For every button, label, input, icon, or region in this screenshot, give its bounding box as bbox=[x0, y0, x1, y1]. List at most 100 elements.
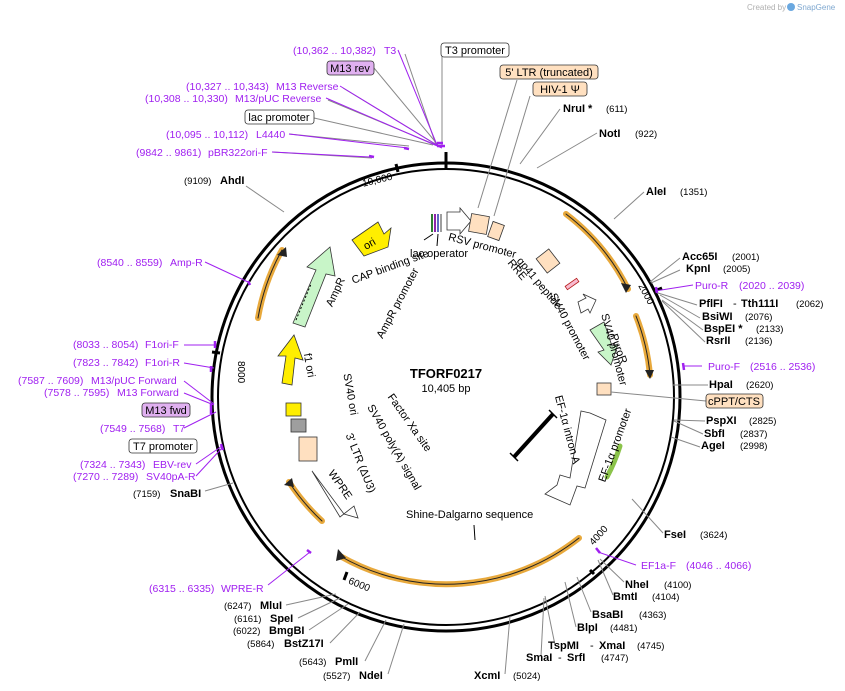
rsrii-name: RsrII bbox=[706, 335, 730, 347]
t7-name: T7 bbox=[173, 423, 185, 435]
t3-primer-leader bbox=[397, 49, 438, 146]
pmli-name: PmlI bbox=[335, 656, 358, 668]
t3-promoter-box bbox=[440, 42, 510, 58]
xcmi-leader bbox=[504, 615, 511, 675]
plasmid-name: TFORF0217 bbox=[410, 366, 482, 381]
arc-ampr-head bbox=[277, 247, 287, 257]
arc-rsv-line bbox=[565, 213, 629, 290]
pmli-pos: (5643) bbox=[299, 657, 326, 668]
f1ori-f-range: (8033 .. 8054) bbox=[73, 339, 138, 351]
puro-f-range: (2516 .. 2536) bbox=[750, 361, 815, 373]
tick-4000-label: 4000 bbox=[588, 524, 611, 548]
tick-2000-mark bbox=[656, 286, 663, 292]
bsiwi-leader bbox=[659, 294, 701, 319]
noti-name: NotI bbox=[599, 128, 620, 140]
kpni-leader bbox=[650, 269, 681, 284]
wpre-r-name: WPRE-R bbox=[221, 583, 264, 595]
backbone-outer-ring bbox=[210, 161, 682, 633]
tick-10000-label: 10,000 bbox=[361, 172, 394, 190]
bmti-pos: (4104) bbox=[652, 592, 679, 603]
t3-range: (10,362 .. 10,382) bbox=[293, 45, 376, 57]
acc65i-pos: (2001) bbox=[732, 252, 759, 263]
ndei-leader bbox=[387, 623, 405, 675]
lac-promoter-leader bbox=[313, 117, 434, 146]
puro-f-mark bbox=[681, 362, 686, 371]
t7-range: (7549 .. 7568) bbox=[100, 423, 165, 435]
bspei-pos: (2133) bbox=[756, 324, 783, 335]
rsv-promoter-arrow bbox=[446, 206, 472, 236]
blpi-pos: (4481) bbox=[610, 623, 637, 634]
noti-pos: (922) bbox=[635, 129, 657, 140]
arc-rsv-head bbox=[621, 283, 631, 293]
cppt-label: cPPT/CTS bbox=[708, 396, 760, 408]
ampr-primer-leader bbox=[204, 261, 249, 283]
acc65i-leader bbox=[649, 257, 681, 283]
kpni-name: KpnI bbox=[686, 263, 710, 275]
alei-leader bbox=[613, 191, 645, 220]
m13-puc-forward-name: M13/pUC Forward bbox=[91, 375, 177, 387]
ltr5-label: 5' LTR (truncated) bbox=[505, 67, 592, 79]
ef1a-f-mark bbox=[595, 547, 601, 554]
spei-pos: (6161) bbox=[234, 614, 261, 625]
ampr-mark bbox=[246, 280, 252, 286]
mlui-pos: (6247) bbox=[224, 601, 251, 612]
xmai-name: XmaI bbox=[599, 640, 625, 652]
l4440-range: (10,095 .. 10,112) bbox=[166, 129, 248, 141]
puror-arrow bbox=[589, 321, 619, 366]
bmgbi-name: BmgBI bbox=[269, 625, 304, 637]
fsei-leader bbox=[631, 498, 664, 534]
tick-8000-mark bbox=[211, 350, 221, 355]
f1-ori-arrow bbox=[277, 334, 304, 386]
lac-promoter-box bbox=[244, 109, 315, 125]
agei-leader bbox=[670, 436, 701, 448]
m13f-leader bbox=[183, 392, 215, 406]
cppt-label-box bbox=[705, 393, 764, 409]
bsabi-pos: (4363) bbox=[639, 610, 666, 621]
blpi-leader bbox=[564, 581, 577, 628]
nrui-pos: (611) bbox=[606, 104, 627, 115]
mlui-name: MluI bbox=[260, 600, 282, 612]
m13-rev-label: M13 rev bbox=[330, 63, 370, 75]
f1orir-leader bbox=[183, 362, 215, 369]
smai-pos: (4747) bbox=[601, 653, 628, 664]
ebv-mark bbox=[219, 443, 225, 451]
created-by-text: Created by bbox=[747, 3, 786, 12]
spei-leader bbox=[297, 597, 341, 619]
plasmid-size: 10,405 bp bbox=[422, 383, 471, 395]
xcmi-pos: (5024) bbox=[513, 671, 540, 682]
pspxi-leader bbox=[673, 419, 706, 422]
rre-box bbox=[535, 248, 561, 274]
xcmi-name: XcmI bbox=[474, 670, 500, 682]
acc65i-name: Acc65I bbox=[682, 251, 717, 263]
t3-name: T3 bbox=[384, 45, 396, 57]
bspei-leader bbox=[661, 299, 704, 331]
pspxi-name: PspXI bbox=[706, 415, 737, 427]
ef1af-leader bbox=[597, 551, 637, 566]
ltr3-box bbox=[298, 436, 318, 462]
arc-puro bbox=[633, 313, 653, 378]
shine-dalgarno-tick bbox=[473, 524, 476, 541]
ef1a-intron-cap-a bbox=[548, 409, 558, 419]
snabi-name: SnaBI bbox=[170, 488, 201, 500]
tick-6000-mark bbox=[342, 571, 349, 581]
noti-leader bbox=[536, 132, 598, 169]
bstz17i-pos: (5864) bbox=[247, 639, 274, 650]
l4440-primer-leader bbox=[288, 133, 409, 149]
arc-puro-head bbox=[645, 370, 654, 379]
primer-labels: (10,362 .. 10,382) T3 (10,327 .. 10,343)… bbox=[18, 45, 815, 595]
nhei-pos: (4100) bbox=[664, 580, 691, 591]
arc-wpre bbox=[286, 479, 325, 524]
m13-rev-leader bbox=[373, 67, 439, 146]
m13-fwd-box bbox=[141, 402, 191, 418]
bsiwi-name: BsiWI bbox=[702, 311, 733, 323]
rsrii-leader bbox=[661, 300, 706, 343]
bmgbi-leader bbox=[308, 603, 349, 631]
t7-promoter-box bbox=[128, 438, 198, 454]
m13-forward-range: (7578 .. 7595) bbox=[44, 387, 109, 399]
snapgene-brand-text: SnapGene bbox=[797, 3, 836, 12]
arc-wpre-head bbox=[284, 478, 294, 487]
m13-reverse-range: (10,327 .. 10,343) bbox=[186, 81, 269, 93]
m13-puc-forward-range: (7587 .. 7609) bbox=[18, 375, 83, 387]
amp-r-name: Amp-R bbox=[170, 257, 203, 269]
